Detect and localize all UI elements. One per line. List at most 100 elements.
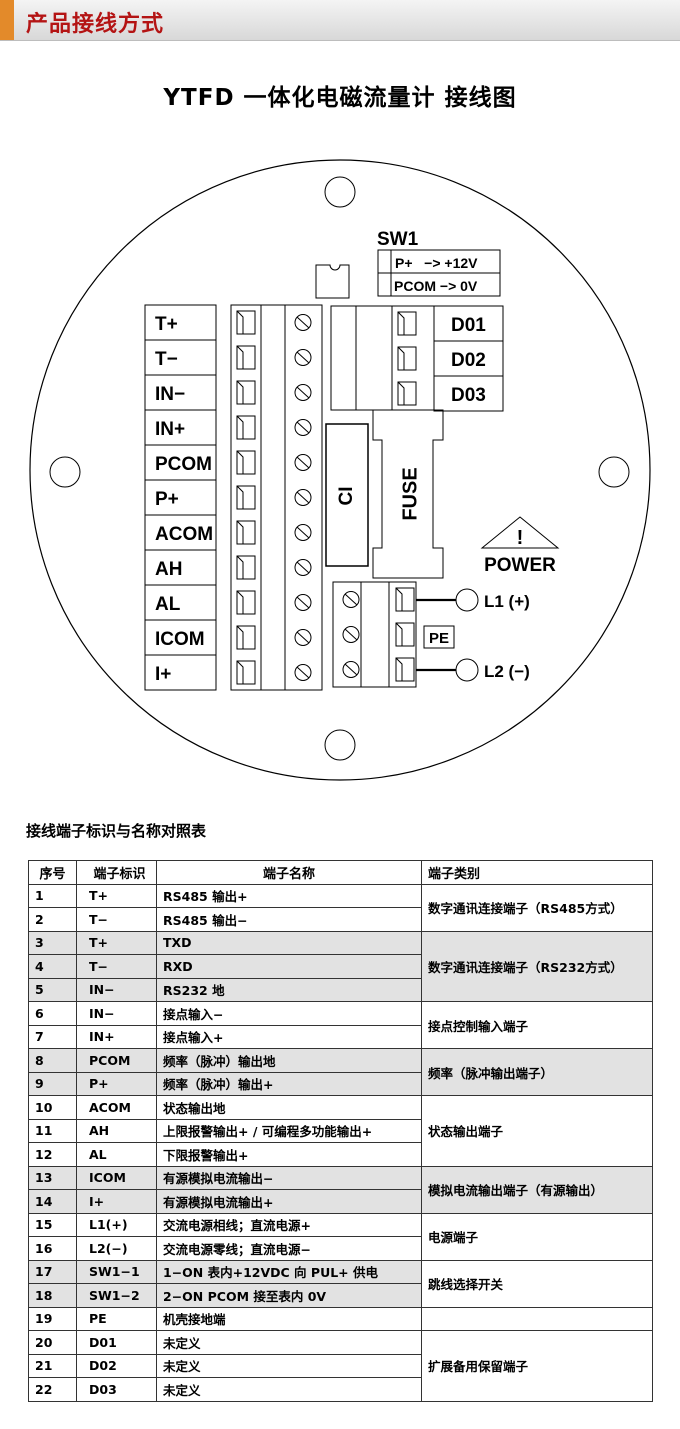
row-number: 21 xyxy=(28,1353,77,1378)
section-banner: 产品接线方式 xyxy=(0,0,680,41)
left-terminal-label: I+ xyxy=(155,664,171,685)
row-number: 20 xyxy=(28,1330,77,1355)
terminal-category xyxy=(421,1306,653,1331)
terminal-clamp xyxy=(395,587,415,612)
row-number: 13 xyxy=(28,1165,77,1190)
terminal-screw xyxy=(294,559,312,576)
terminal-clamp xyxy=(397,381,417,406)
left-terminal-label: AL xyxy=(155,594,181,615)
ci-label: CI xyxy=(336,487,357,506)
terminal-clamp xyxy=(236,310,256,335)
terminal-screw xyxy=(294,664,312,681)
terminal-id: T− xyxy=(76,954,157,979)
sw1-row2: PCOM −> 0V xyxy=(394,278,478,294)
terminal-screw xyxy=(294,489,312,506)
row-number: 19 xyxy=(28,1306,77,1331)
terminal-id: IN− xyxy=(76,1001,157,1026)
terminal-id: ACOM xyxy=(76,1095,157,1120)
pe-box xyxy=(423,625,455,649)
terminal-name: RS232 地 xyxy=(156,977,422,1002)
terminal-id: PE xyxy=(76,1306,157,1331)
terminal-id: D01 xyxy=(76,1330,157,1355)
terminal-id: L2(−) xyxy=(76,1236,157,1261)
terminal-id: IN+ xyxy=(76,1024,157,1049)
left-terminal-label: PCOM xyxy=(155,454,212,475)
banner-accent-bar xyxy=(0,0,14,40)
left-terminal-label: AH xyxy=(155,559,182,580)
terminal-screw xyxy=(294,419,312,436)
sw1-label: SW1 xyxy=(377,229,419,250)
left-terminal-label: IN− xyxy=(155,384,185,405)
left-terminal-label: IN+ xyxy=(155,419,185,440)
diagram-title: YTFD 一体化电磁流量计 接线图 xyxy=(163,85,517,111)
left-terminal-label: P+ xyxy=(155,489,179,510)
terminal-id: D02 xyxy=(76,1353,157,1378)
left-terminal-label: ACOM xyxy=(155,524,213,545)
terminal-clamp xyxy=(236,345,256,370)
pe-label: PE xyxy=(429,630,449,647)
terminal-clamp xyxy=(236,485,256,510)
terminal-screw xyxy=(342,661,360,678)
terminal-clamp xyxy=(397,311,417,336)
left-terminal-label: ICOM xyxy=(155,629,205,650)
mount-hole-bottom xyxy=(324,729,356,761)
row-number: 22 xyxy=(28,1377,77,1402)
power-warning-icon xyxy=(480,516,560,549)
terminal-id: PCOM xyxy=(76,1048,157,1073)
l1-terminal xyxy=(455,588,479,612)
terminal-name: 接点输入+ xyxy=(156,1024,422,1049)
terminal-screw xyxy=(294,629,312,646)
terminal-name: 频率（脉冲）输出地 xyxy=(156,1048,422,1073)
fuse-label: FUSE xyxy=(399,467,421,520)
row-number: 16 xyxy=(28,1236,77,1261)
row-number: 2 xyxy=(28,907,77,932)
left-terminal-label: T+ xyxy=(155,314,178,335)
terminal-screw xyxy=(294,454,312,471)
mount-hole-right xyxy=(598,456,630,488)
l2-terminal xyxy=(455,658,479,682)
terminal-screw xyxy=(342,591,360,608)
row-number: 17 xyxy=(28,1259,77,1284)
terminal-clamp xyxy=(236,415,256,440)
terminal-id: ICOM xyxy=(76,1165,157,1190)
terminal-clamp xyxy=(236,450,256,475)
terminal-category: 电源端子 xyxy=(421,1212,653,1261)
row-number: 11 xyxy=(28,1118,77,1143)
table-header-row: 序号 端子标识 端子名称 端子类别 xyxy=(28,860,653,885)
jumper-component xyxy=(315,264,350,299)
terminal-id: I+ xyxy=(76,1189,157,1214)
sw1-row1: P+ −> +12V xyxy=(395,255,478,271)
row-number: 1 xyxy=(28,883,77,908)
d-terminal-label: D01 xyxy=(451,315,486,336)
terminal-id: SW1−2 xyxy=(76,1283,157,1308)
header-id: 端子标识 xyxy=(76,860,157,885)
terminal-id: AH xyxy=(76,1118,157,1143)
terminal-category: 数字通讯连接端子（RS232方式） xyxy=(421,930,653,1002)
terminal-name: 机壳接地端 xyxy=(156,1306,422,1331)
row-number: 9 xyxy=(28,1071,77,1096)
mount-hole-top xyxy=(324,176,356,208)
terminal-screw xyxy=(294,594,312,611)
row-number: 15 xyxy=(28,1212,77,1237)
terminal-screw xyxy=(294,524,312,541)
terminal-id: IN− xyxy=(76,977,157,1002)
row-number: 6 xyxy=(28,1001,77,1026)
terminal-name: 状态输出地 xyxy=(156,1095,422,1120)
d-terminal-label: D02 xyxy=(451,350,486,371)
terminal-id: SW1−1 xyxy=(76,1259,157,1284)
terminal-name: RXD xyxy=(156,954,422,979)
